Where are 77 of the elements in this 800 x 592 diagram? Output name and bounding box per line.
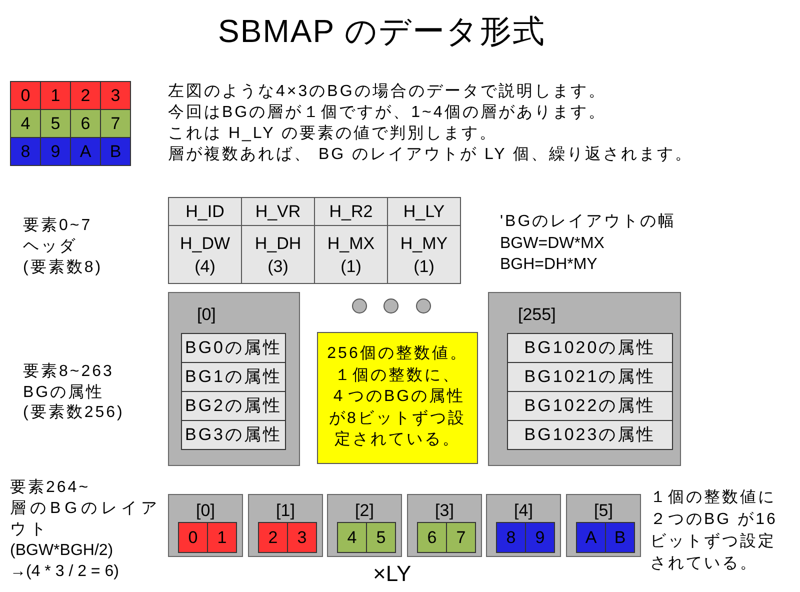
tile-cell: 3 bbox=[287, 522, 317, 553]
section-label: BGの属性 bbox=[23, 383, 104, 403]
description-text: これは H_LY の要素の値で判別します。 bbox=[168, 124, 498, 144]
section-label: 要素8~263 bbox=[23, 362, 114, 382]
section-label: 要素264~ bbox=[10, 478, 90, 498]
section-label: 層のBGのレイアウト bbox=[10, 499, 162, 540]
tile-cell: 8 bbox=[496, 522, 526, 553]
formula-text: BGH=DH*MY bbox=[500, 255, 598, 275]
index-label: [3] bbox=[435, 501, 454, 521]
grid-cell: 8 bbox=[10, 137, 41, 166]
table-cell: H_MX (1) bbox=[314, 225, 388, 284]
section-label: (BGW*BGH/2) bbox=[10, 541, 114, 561]
attribute-row: BG3の属性 bbox=[181, 420, 286, 450]
index-label: [2] bbox=[355, 501, 374, 521]
repeat-label: ×LY bbox=[373, 561, 412, 587]
layout-panel bbox=[327, 494, 402, 557]
tile-cell: B bbox=[605, 522, 635, 553]
grid-cell: A bbox=[70, 137, 101, 166]
attribute-row: BG1023の属性 bbox=[507, 420, 673, 450]
section-label: →(4 * 3 / 2 = 6) bbox=[10, 562, 119, 582]
grid-cell: 2 bbox=[70, 81, 101, 110]
table-cell: H_DW (4) bbox=[168, 225, 242, 284]
grid-cell: 3 bbox=[100, 81, 131, 110]
description-text: 層が複数あれば、 BG のレイアウトが LY 個、繰り返されます。 bbox=[168, 144, 693, 165]
note-text: １個の整数値に２つのBG が16ビットずつ設定されている。 bbox=[650, 488, 778, 574]
attribute-row: BG1021の属性 bbox=[507, 362, 673, 392]
title: SBMAP のデータ形式 bbox=[218, 12, 546, 50]
index-label: [5] bbox=[594, 501, 613, 521]
tile-cell: 0 bbox=[178, 522, 208, 553]
tile-cell: 9 bbox=[525, 522, 555, 553]
attribute-row: BG1020の属性 bbox=[507, 333, 673, 363]
index-label: [0] bbox=[197, 305, 216, 325]
description-text: 左図のような4×3のBGの場合のデータで説明します。 bbox=[168, 82, 606, 102]
tile-cell: 2 bbox=[258, 522, 288, 553]
description-text: 今回はBGの層が１個ですが、1~4個の層があります。 bbox=[168, 103, 606, 123]
tile-cell: 6 bbox=[417, 522, 447, 553]
table-cell: H_VR bbox=[241, 197, 315, 226]
section-label: (要素数256) bbox=[23, 402, 124, 423]
table-cell: H_MY (1) bbox=[387, 225, 461, 284]
attribute-row: BG2の属性 bbox=[181, 391, 286, 421]
layout-panel bbox=[566, 494, 641, 557]
section-label: 要素0~7 bbox=[23, 216, 92, 236]
grid-cell: 6 bbox=[70, 109, 101, 138]
grid-cell: 1 bbox=[40, 81, 71, 110]
layout-panel bbox=[248, 494, 323, 557]
layout-panel bbox=[407, 494, 482, 557]
grid-cell: 0 bbox=[10, 81, 41, 110]
group-panel bbox=[488, 292, 681, 466]
grid-cell: 5 bbox=[40, 109, 71, 138]
grid-cell: 4 bbox=[10, 109, 41, 138]
attribute-row: BG0の属性 bbox=[181, 333, 286, 363]
table-cell: H_R2 bbox=[314, 197, 388, 226]
table-cell: H_LY bbox=[387, 197, 461, 226]
grid-cell: 7 bbox=[100, 109, 131, 138]
table-cell: H_ID bbox=[168, 197, 242, 226]
tile-cell: 1 bbox=[207, 522, 237, 553]
tile-cell: 5 bbox=[366, 522, 396, 553]
tile-cell: 4 bbox=[337, 522, 367, 553]
attribute-row: BG1の属性 bbox=[181, 362, 286, 392]
index-label: [255] bbox=[518, 305, 556, 325]
index-label: [4] bbox=[514, 501, 533, 521]
formula-text: BGW=DW*MX bbox=[500, 234, 604, 254]
layout-panel bbox=[486, 494, 561, 557]
grid-cell: 9 bbox=[40, 137, 71, 166]
index-label: [0] bbox=[196, 501, 215, 521]
tile-cell: 7 bbox=[446, 522, 476, 553]
index-label: [1] bbox=[276, 501, 295, 521]
note-text: 'BGのレイアウトの幅 bbox=[500, 212, 676, 232]
table-cell: H_DH (3) bbox=[241, 225, 315, 284]
section-label: (要素数8) bbox=[23, 258, 103, 278]
grid-cell: B bbox=[100, 137, 131, 166]
layout-panel bbox=[168, 494, 243, 557]
attribute-row: BG1022の属性 bbox=[507, 391, 673, 421]
group-panel bbox=[168, 292, 300, 466]
tile-cell: A bbox=[576, 522, 606, 553]
section-label: ヘッダ bbox=[23, 237, 77, 257]
note-box: 256個の整数値。１個の整数に、４つのBGの属性が8ビットずつ設定されている。 bbox=[317, 332, 478, 464]
